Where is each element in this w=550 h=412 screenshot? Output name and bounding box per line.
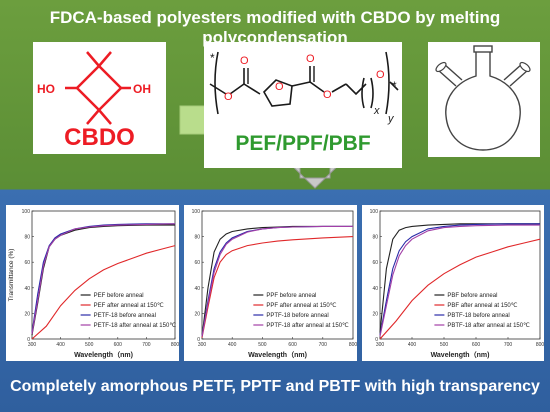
polymer-structure: O O O O O O * * x y — [209, 51, 399, 125]
y-tick-label: 20 — [24, 311, 30, 317]
x-tick-label: 700 — [142, 342, 151, 348]
cbdo-label: CBDO — [64, 124, 135, 151]
y-tick-label: 40 — [194, 286, 200, 292]
figure-footer: Completely amorphous PETF, PPTF and PBTF… — [10, 378, 540, 395]
x-tick-label: 500 — [440, 342, 449, 348]
series-line-3 — [201, 225, 353, 337]
x-tick-label: 500 — [258, 342, 267, 348]
legend-entry: PBF before anneal — [447, 293, 497, 299]
y-tick-label: 80 — [194, 235, 200, 241]
o-label-4: O — [306, 53, 315, 65]
o-label-2: O — [224, 91, 233, 103]
series-line-2 — [201, 225, 353, 337]
y-tick-label: 40 — [24, 286, 30, 292]
star-left: * — [210, 51, 215, 65]
oh-label: OH — [133, 82, 151, 96]
series-line-3 — [379, 224, 540, 337]
legend-entry: PBF after anneal at 150℃ — [447, 303, 517, 309]
y-tick-label: 60 — [372, 260, 378, 266]
chart-ppf-svg: 300 400 500 600 700 800 0 20 40 60 80 100Wavelength… — [192, 209, 358, 359]
series-line-1 — [31, 245, 176, 340]
o-label-1: O — [240, 55, 249, 67]
y-tick-label: 100 — [192, 209, 201, 215]
y-tick-label: 80 — [24, 235, 30, 241]
x-axis-label: Wavelength（nm) — [74, 351, 133, 359]
legend-entry: PPTF-18 before anneal — [266, 313, 328, 319]
x-tick-label: 400 — [408, 342, 417, 348]
legend-entry: PETF-18 after anneal at 150℃ — [94, 323, 177, 329]
chart-pbf-svg: 300 400 500 600 700 800 0 20 40 60 80 100Wavelength… — [370, 209, 545, 359]
polymer-panel: O O O O O O * * x y PEF/PPF/PBF — [204, 42, 402, 168]
series-line-2 — [31, 223, 175, 333]
ho-label: HO — [37, 82, 55, 96]
o-label-5: O — [323, 89, 332, 101]
flask-icon — [435, 45, 531, 151]
plot-frame — [201, 210, 354, 340]
o-label-6: O — [376, 69, 385, 81]
legend-entry: PBTF-18 before anneal — [447, 313, 509, 319]
legend-entry: PEF after anneal at 150℃ — [94, 303, 164, 309]
legend-entry: PETF-18 before anneal — [94, 313, 156, 319]
legend-entry: PBTF-18 after anneal at 150℃ — [447, 323, 530, 329]
x-axis-label: Wavelength（nm) — [248, 351, 307, 359]
cbdo-panel: HO OH CBDO — [33, 42, 166, 154]
x-tick-label: 500 — [85, 342, 94, 348]
cbdo-structure: HO OH — [37, 51, 151, 125]
o-label-3: O — [275, 81, 284, 93]
x-tick-label: 600 — [288, 342, 297, 348]
y-tick-label: 0 — [197, 337, 200, 343]
y-tick-label: 20 — [372, 311, 378, 317]
x-tick-label: 700 — [504, 342, 513, 348]
star-right: * — [392, 79, 397, 93]
x-tick-label: 600 — [472, 342, 481, 348]
y-tick-label: 60 — [194, 260, 200, 266]
series-line-0 — [201, 225, 353, 337]
x-tick-label: 700 — [319, 342, 328, 348]
y-tick-label: 100 — [22, 209, 31, 215]
y-axis-label: Transmittance (%) — [8, 249, 15, 302]
x-tick-label: 600 — [114, 342, 123, 348]
y-subscript: y — [387, 113, 395, 125]
legend-entry: PPF after anneal at 150℃ — [266, 303, 336, 309]
x-tick-label: 400 — [56, 342, 65, 348]
x-tick-label: 800 — [349, 342, 357, 348]
x-axis-label: Wavelength（nm) — [431, 351, 490, 359]
x-subscript: x — [373, 105, 380, 117]
x-tick-label: 400 — [228, 342, 237, 348]
legend-entry: PPTF-18 after anneal at 150℃ — [266, 323, 349, 329]
x-tick-label: 300 — [198, 342, 207, 348]
legend-entry: PEF before anneal — [94, 293, 144, 299]
series-line-2 — [379, 223, 540, 336]
chart-pef-svg: 300 400 500 600 700 800 0 20 40 60 80 100Wavelength… — [8, 209, 179, 359]
series-line-1 — [379, 238, 541, 340]
y-tick-label: 0 — [375, 337, 378, 343]
polymer-label: PEF/PPF/PBF — [235, 132, 371, 155]
y-tick-label: 40 — [372, 286, 378, 292]
x-tick-label: 300 — [28, 342, 37, 348]
y-tick-label: 80 — [372, 235, 378, 241]
y-tick-label: 60 — [24, 260, 30, 266]
y-tick-label: 0 — [27, 337, 30, 343]
series-line-3 — [31, 223, 176, 334]
y-tick-label: 100 — [370, 209, 379, 215]
legend-entry: PPF before anneal — [266, 293, 316, 299]
y-tick-label: 20 — [194, 311, 200, 317]
x-tick-label: 800 — [536, 342, 544, 348]
x-tick-label: 300 — [376, 342, 385, 348]
plot-frame — [31, 210, 176, 340]
x-tick-label: 800 — [171, 342, 179, 348]
plot-frame — [379, 210, 541, 340]
series-line-1 — [201, 236, 354, 338]
flask-panel — [428, 42, 540, 157]
